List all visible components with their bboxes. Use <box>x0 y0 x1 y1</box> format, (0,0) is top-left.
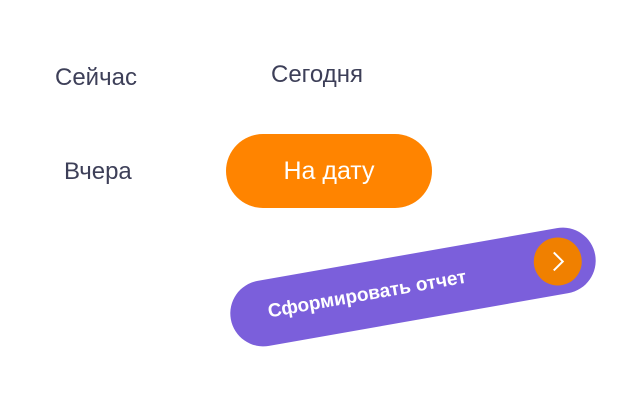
generate-report-button[interactable]: Сформировать отчет <box>225 222 601 352</box>
chevron-right-icon <box>533 237 582 286</box>
option-now[interactable]: Сейчас <box>55 64 137 91</box>
option-on-date-button[interactable]: На дату <box>226 134 432 208</box>
option-on-date-label: На дату <box>283 156 375 185</box>
generate-report-label: Сформировать отчет <box>266 266 469 323</box>
option-today[interactable]: Сегодня <box>271 61 363 88</box>
option-yesterday[interactable]: Вчера <box>64 158 132 185</box>
